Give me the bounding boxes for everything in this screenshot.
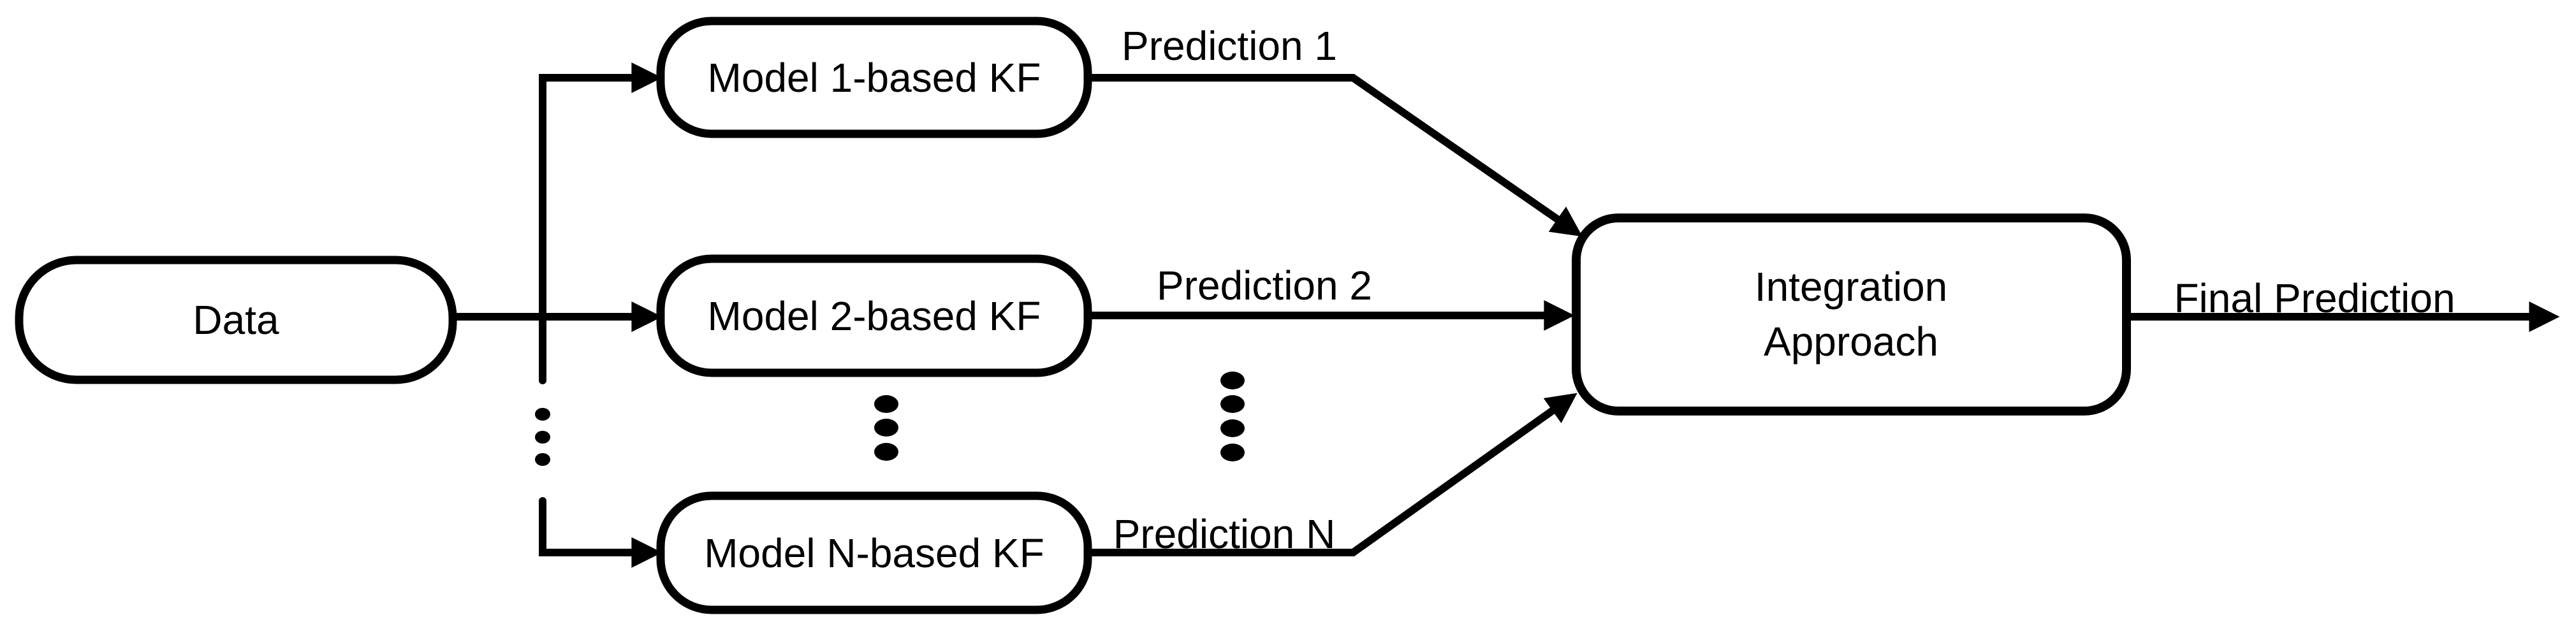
final-prediction-label: Final Prediction [2174, 275, 2455, 321]
dot [874, 419, 898, 437]
ellipsis-dots-model-column [874, 395, 898, 461]
dot [874, 395, 898, 413]
model1-node-box [656, 17, 1092, 138]
integration-node-box [1572, 213, 2131, 416]
modelN-node: Model N-based KF [656, 491, 1092, 614]
model1-node: Model 1-based KF [656, 17, 1092, 138]
modelN-node-label: Model N-based KF [704, 530, 1044, 576]
model1-node-label: Model 1-based KF [708, 55, 1041, 101]
dot [535, 431, 550, 444]
ellipsis-dots-branch-column [535, 408, 550, 466]
data-node: Data [15, 256, 457, 384]
data-node-box [15, 256, 457, 384]
dot [535, 408, 550, 421]
edge-predictionN [1084, 393, 1577, 556]
dot [1220, 395, 1245, 413]
edge-prediction1 [1084, 74, 1583, 237]
dot [1220, 372, 1245, 389]
dot [1220, 444, 1245, 461]
dot [535, 453, 550, 466]
prediction2-label: Prediction 2 [1157, 263, 1372, 308]
edge-branch-to-model1 [539, 62, 662, 384]
dot [1220, 419, 1245, 437]
edge-branch-to-modelN [539, 497, 662, 568]
model2-node-box [656, 254, 1092, 377]
model2-node: Model 2-based KF [656, 254, 1092, 377]
modelN-node-box [656, 491, 1092, 614]
dot [874, 443, 898, 461]
ellipsis-dots-prediction-column [1220, 372, 1245, 461]
data-node-label: Data [193, 297, 279, 343]
predictionN-label: Prediction N [1113, 511, 1336, 557]
prediction1-label: Prediction 1 [1122, 23, 1337, 69]
integration-node-label-line1: Integration [1755, 264, 1947, 310]
integration-node-label-line2: Approach [1764, 319, 1938, 365]
integration-node: Integration Approach [1572, 213, 2131, 416]
model2-node-label: Model 2-based KF [708, 293, 1041, 339]
